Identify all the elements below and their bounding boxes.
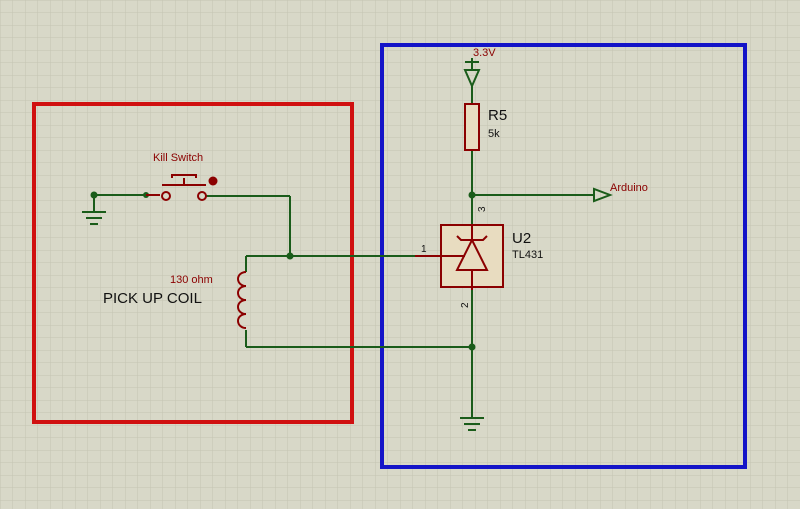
switch-name-label: Kill Switch [153, 152, 203, 164]
arduino-label: Arduino [610, 182, 648, 194]
coil-value-label: 130 ohm [170, 274, 213, 286]
ground-icon [460, 417, 484, 431]
tl431-u2[interactable] [415, 224, 504, 290]
pickup-coil[interactable] [237, 271, 247, 329]
red-group-box [32, 102, 354, 424]
wires [93, 86, 594, 418]
pin-cathode-label: 3 [477, 206, 488, 212]
arduino-terminal-icon[interactable] [593, 187, 613, 203]
ic-part-label: TL431 [512, 249, 543, 261]
resistor-r5[interactable] [464, 103, 480, 151]
pin-anode-label: 2 [460, 302, 471, 308]
pin-ref-label: 1 [421, 244, 427, 255]
supply-label: 3.3V [473, 47, 496, 59]
resistor-ref-label: R5 [488, 107, 507, 124]
resistor-value-label: 5k [488, 128, 500, 140]
ground-icon [82, 211, 106, 225]
ic-ref-label: U2 [512, 230, 531, 247]
supply-arrow-icon[interactable] [463, 58, 481, 89]
junctions [90, 191, 476, 351]
coil-name-label: PICK UP COIL [103, 290, 202, 307]
kill-switch[interactable] [146, 174, 218, 201]
